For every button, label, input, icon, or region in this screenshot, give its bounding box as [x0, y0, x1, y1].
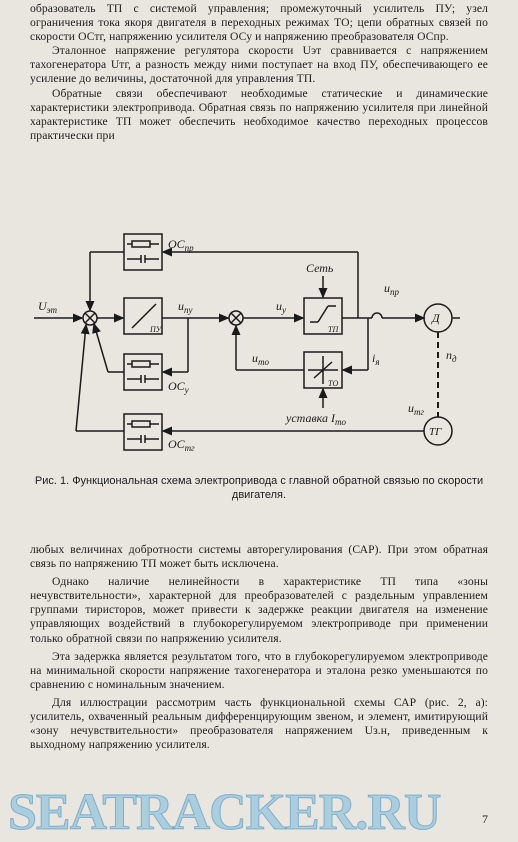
label-motor: Д — [431, 311, 441, 325]
functional-diagram: ОСпр ОСу ОСтг Uэт uпу ПУ uу Сеть ТП uпр … — [34, 233, 460, 453]
os-pr-block — [123, 233, 163, 271]
os-tg-block — [123, 413, 163, 451]
label-u-py: uпу — [178, 299, 193, 315]
bottom-text-block: любых величинах добротности системы авто… — [30, 543, 488, 752]
paragraph: любых величинах добротности системы авто… — [30, 543, 488, 571]
label-ustavka: уставка Iто — [285, 411, 346, 427]
label-os-tg: ОСтг — [168, 437, 195, 453]
figure-caption: Рис. 1. Функциональная схема электроприв… — [34, 475, 484, 501]
os-y-block — [123, 353, 163, 391]
top-text-block: образователь ТП с системой управления; п… — [30, 2, 488, 143]
page-number: 7 — [482, 812, 488, 826]
paragraph: Для иллюстрации рассмотрим часть функцио… — [30, 695, 488, 752]
label-os-pr: ОСпр — [168, 237, 194, 253]
label-tg: ТГ — [429, 426, 442, 438]
label-u-tg: uтг — [408, 401, 424, 417]
watermark-logo: SEATRACKER.RU — [8, 784, 442, 842]
label-u-pr: uпр — [384, 281, 400, 297]
paragraph: образователь ТП с системой управления; п… — [30, 2, 488, 44]
label-u-y: uу — [276, 299, 286, 315]
paragraph: Обратные связи обеспечивают необходимые … — [30, 86, 488, 142]
label-tp-block: ТП — [328, 325, 339, 334]
label-i-ya: iя — [372, 351, 380, 367]
label-py-block: ПУ — [149, 325, 163, 334]
paragraph: Однако наличие нелинейности в характерис… — [30, 575, 488, 645]
label-set: Сеть — [306, 261, 334, 275]
label-u-et: Uэт — [38, 299, 58, 315]
paragraph: Эталонное напряжение регулятора скорости… — [30, 44, 488, 86]
label-to-block: ТО — [328, 379, 338, 388]
label-u-to: uто — [252, 351, 269, 367]
label-n-d: nд — [446, 348, 457, 364]
paragraph: Эта задержка является результатом того, … — [30, 649, 488, 691]
label-os-y: ОСу — [168, 379, 189, 395]
